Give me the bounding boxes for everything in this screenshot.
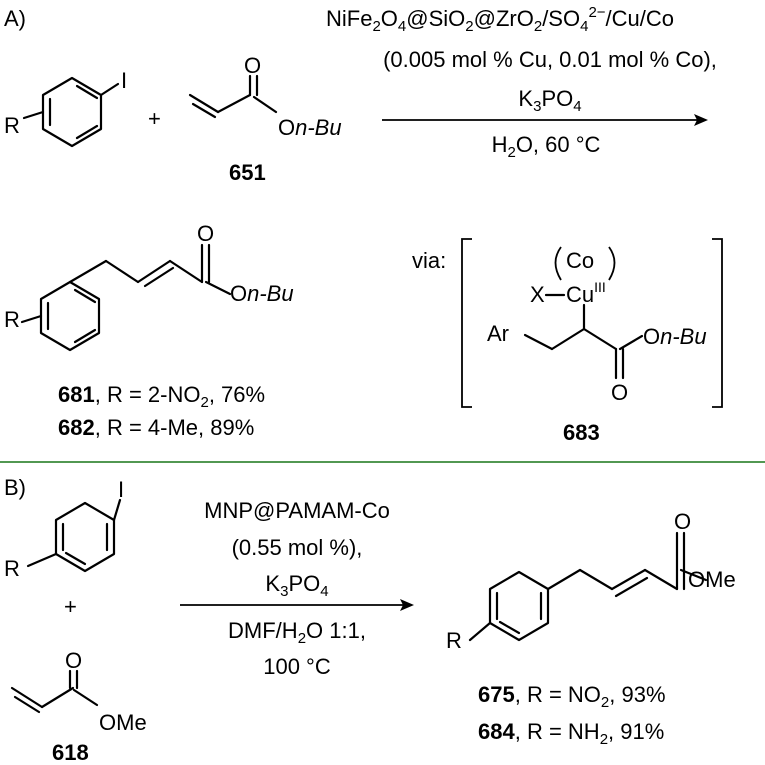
product-682-line: 682, R = 4-Me, 89%: [58, 415, 254, 440]
iodo-label-b: I: [118, 477, 124, 502]
arrowhead-a: [694, 114, 708, 126]
iodo-label: I: [121, 68, 127, 93]
catalyst-line: NiFe2O4@SiO2@ZrO2/SO42−/Cu/Co: [326, 4, 674, 35]
aryl-iodide-b: I R: [4, 477, 124, 581]
temperature-line-b: 100 °C: [263, 654, 331, 679]
product-681-line: 681, R = 2-NO2, 76%: [58, 382, 265, 411]
co-paren-right: [608, 246, 616, 281]
int-carbonyl-o: O: [611, 380, 628, 405]
part-b: B) I R + O OMe 618 MNP@PAMAM-Co: [4, 475, 736, 765]
butyl-acrylate-651: O On-Bu 651: [188, 53, 342, 185]
aryl-iodide-a: I R: [4, 68, 127, 148]
conditions-a: NiFe2O4@SiO2@ZrO2/SO42−/Cu/Co (0.005 mol…: [326, 4, 717, 161]
product-ester-a: On-Bu: [230, 281, 294, 306]
via-label: via:: [412, 248, 446, 273]
product-ome-b: OMe: [688, 567, 736, 592]
plus-sign-b: +: [64, 594, 77, 619]
arrowhead-b: [400, 599, 414, 611]
solvent-line-b: DMF/H2O 1:1,: [228, 618, 366, 647]
product-cinnamate-a: O On-Bu R: [4, 221, 294, 352]
part-a: A) I R + O On-Bu 651 NiFe2O4@SiO: [4, 4, 723, 445]
base-line-a: K3PO4: [518, 86, 581, 115]
base-line-b: K3PO4: [265, 571, 328, 600]
compound-id-618: 618: [52, 740, 89, 765]
catalyst-line-b: MNP@PAMAM-Co: [204, 498, 390, 523]
compound-id-683: 683: [563, 420, 600, 445]
loading-line: (0.005 mol % Cu, 0.01 mol % Co),: [383, 47, 717, 72]
product-carbonyl-o-a: O: [197, 221, 214, 246]
product-684-line: 684, R = NH2, 91%: [478, 719, 664, 748]
product-r-b: R: [446, 628, 462, 653]
ome-618: OMe: [99, 710, 147, 735]
right-bracket: [712, 238, 723, 408]
ester-o-651: On-Bu: [278, 115, 342, 140]
co-paren-left: [554, 246, 562, 281]
part-b-label: B): [4, 475, 26, 500]
product-675-line: 675, R = NO2, 93%: [478, 682, 666, 711]
part-a-label: A): [4, 6, 26, 31]
solvent-temp-a: H2O, 60 °C: [492, 132, 601, 161]
product-carbonyl-o-b: O: [674, 509, 691, 534]
product-r-a: R: [4, 307, 20, 332]
int-ester: On-Bu: [643, 324, 707, 349]
conditions-b: MNP@PAMAM-Co (0.55 mol %), K3PO4 DMF/H2O…: [180, 498, 414, 679]
cu-label: CuIII: [566, 279, 606, 307]
intermediate-683: via: Co X CuIII Ar On-Bu O 683: [412, 238, 723, 445]
left-bracket: [461, 238, 472, 408]
methyl-acrylate-618: O OMe 618: [10, 648, 147, 765]
product-cinnamate-b: O OMe R: [446, 509, 736, 653]
compound-id-651: 651: [229, 160, 266, 185]
plus-sign-a: +: [148, 106, 161, 131]
x-label: X: [530, 282, 545, 307]
r-label-b: R: [4, 556, 20, 581]
loading-line-b: (0.55 mol %),: [232, 535, 363, 560]
carbonyl-o-618: O: [65, 648, 82, 673]
ar-label: Ar: [487, 321, 509, 346]
co-label: Co: [566, 248, 594, 273]
r-substituent-label: R: [4, 113, 20, 138]
carbonyl-o-651: O: [244, 53, 261, 78]
